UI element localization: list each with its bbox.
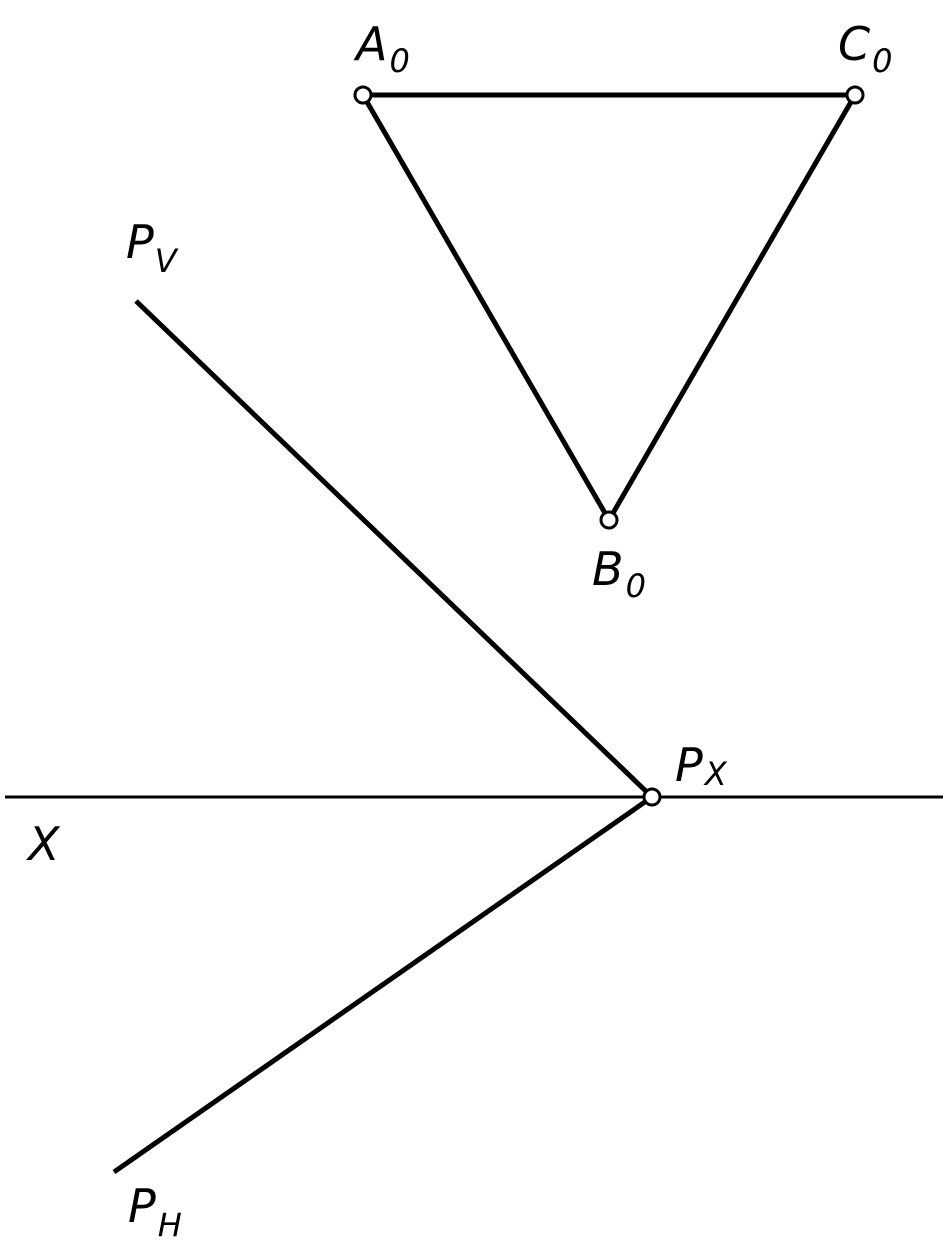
trace-pv	[134, 299, 654, 799]
label-px: PX	[675, 738, 728, 793]
label-ph: PH	[128, 1179, 182, 1244]
trace-ph	[112, 794, 654, 1175]
point-a0	[353, 85, 373, 105]
point-b0	[599, 510, 619, 530]
label-a0: A0	[353, 17, 410, 80]
label-c0: C0	[838, 17, 892, 80]
point-px	[642, 787, 662, 807]
label-b0: B0	[592, 542, 646, 605]
label-pv: PV	[126, 215, 179, 280]
edge-a0-b0	[360, 93, 612, 522]
label-x-axis: X	[26, 817, 61, 871]
point-c0	[845, 85, 865, 105]
edge-c0-b0	[606, 93, 858, 522]
